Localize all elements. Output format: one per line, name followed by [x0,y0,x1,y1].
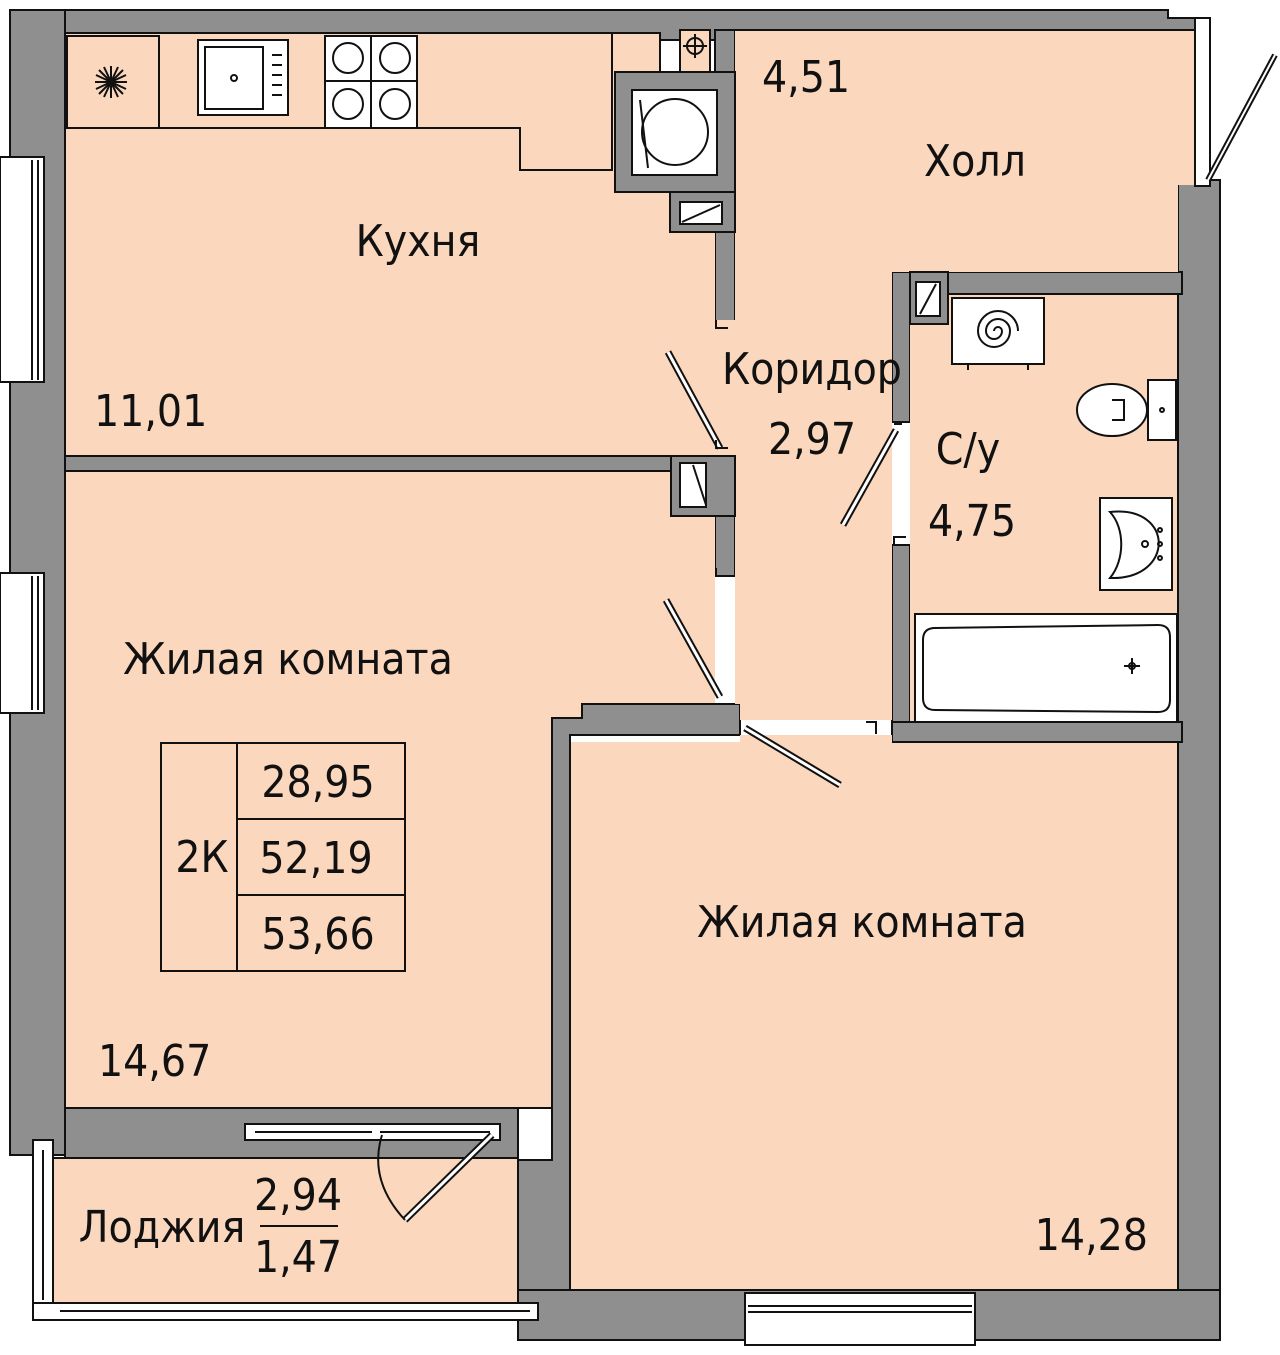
hall-floor [735,30,1195,720]
ventilation-shaft-icon [669,191,736,233]
total-area-with-loggia: 53,66 [261,909,374,960]
ventilation-shaft-icon [670,455,736,517]
doors [377,17,1278,1223]
kitchen-window [0,156,45,383]
kitchen-name: Кухня [356,216,481,267]
washbasin-icon [1099,497,1173,591]
living-area-total: 28,95 [261,757,374,808]
ventilation-shaft-icon [909,271,949,325]
loggia-door-window [244,1123,501,1141]
bathroom-name: С/у [936,424,1000,475]
hall-name: Холл [924,136,1026,187]
corridor-name: Коридор [722,344,902,395]
loggia-name: Лоджия [79,1202,246,1253]
total-area: 52,19 [259,833,372,884]
living2-area: 14,28 [1035,1210,1148,1261]
hood-icon [95,66,127,98]
toilet-icon [1076,379,1177,441]
living2-name: Жилая комната [697,897,1027,948]
living2-window [744,1292,976,1346]
summary-table: 2К 28,95 52,19 53,66 [160,742,406,972]
sink-icon [197,39,289,116]
loggia-area-full: 2,94 [254,1170,342,1221]
kitchen-area: 11,01 [94,386,207,437]
corridor-area: 2,97 [768,414,856,465]
kitchen-counter [64,32,613,171]
floors [52,30,1195,1303]
living2-floor [570,742,1178,1290]
loggia-area-reduced: 1,47 [254,1232,342,1283]
living1-floor [65,471,715,1108]
windows [0,156,976,1346]
boiler-icon [951,297,1045,370]
apartment-type: 2К [175,832,228,883]
room-labels: Кухня 11,01 4,51 Холл Коридор 2,97 С/у 4… [79,52,1148,1283]
hall-area: 4,51 [762,52,850,103]
living1-window [0,572,45,714]
living1-name: Жилая комната [123,634,453,685]
living1-area: 14,67 [98,1036,211,1087]
washing-machine-icon [614,71,736,193]
bathroom-area: 4,75 [928,496,1016,547]
stove-icon [324,35,418,129]
bathtub-icon [914,613,1178,723]
meter-icon [679,29,711,73]
